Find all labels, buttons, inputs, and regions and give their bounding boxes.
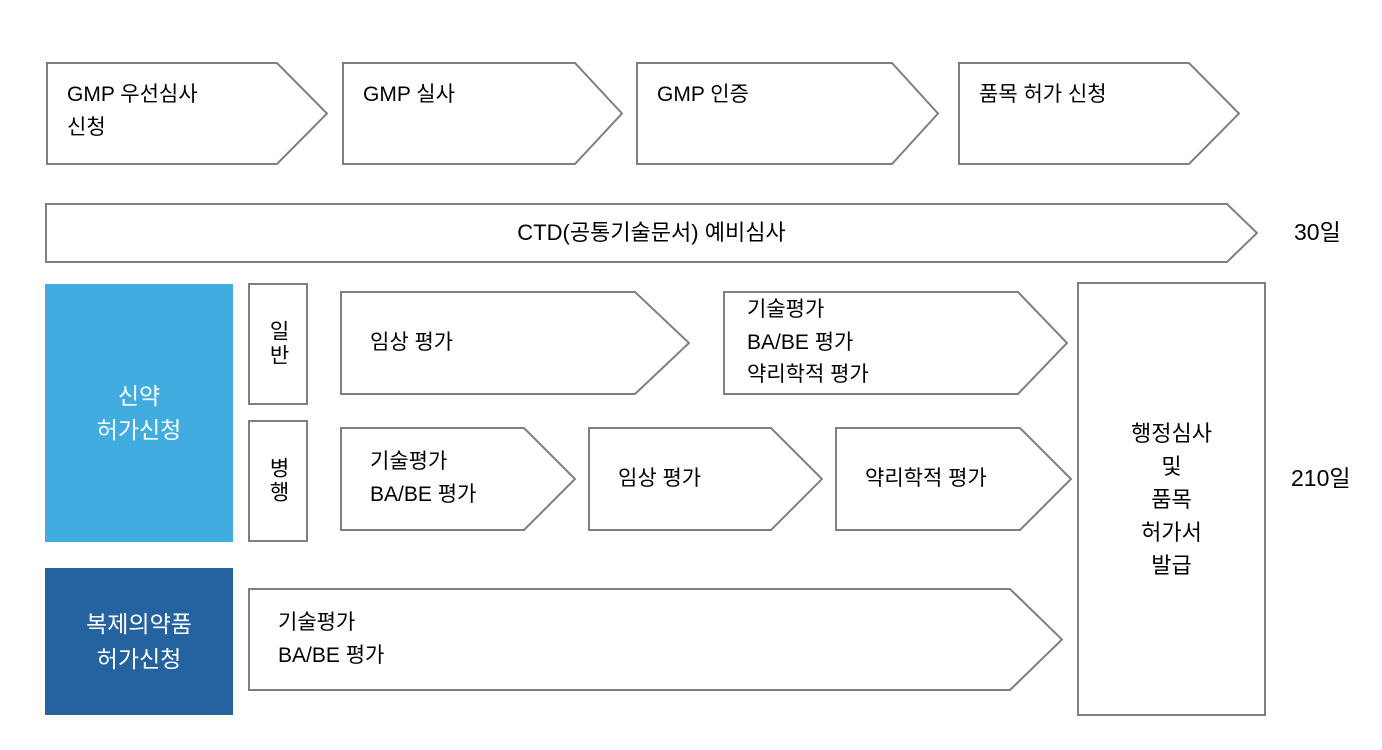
track-box-label: 병행	[266, 457, 290, 505]
flow-step-label: 기술평가 BA/BE 평가 약리학적 평가	[747, 298, 869, 387]
flow-step-pharmacological-evaluation-parallel: 약리학적 평가	[835, 427, 1072, 531]
duration-label-210-days: 210일	[1291, 465, 1351, 491]
track-box-parallel: 병행	[248, 420, 308, 542]
flow-step-ctd-preliminary-review: CTD(공통기술문서) 예비심사	[45, 203, 1258, 263]
flow-step-label: 행정심사 및 품목 허가서 발급	[1131, 420, 1212, 578]
chevron-shape	[340, 427, 576, 531]
category-box-generic-drug-application: 복제의약품 허가신청	[45, 568, 233, 715]
flow-step-label: 임상 평가	[618, 466, 702, 490]
track-box-label: 일반	[266, 320, 290, 368]
flow-step-administrative-review-and-issuance: 행정심사 및 품목 허가서 발급	[1077, 282, 1266, 716]
chevron-shape	[835, 427, 1072, 531]
chevron-shape	[588, 427, 823, 531]
chevron-shape	[340, 291, 690, 395]
flow-step-label: 품목 허가 신청	[979, 83, 1107, 106]
flow-step-technical-babe-evaluation-parallel: 기술평가 BA/BE 평가	[340, 427, 576, 531]
chevron-shape	[342, 62, 623, 165]
flow-step-technical-babe-evaluation-generic: 기술평가 BA/BE 평가	[248, 588, 1063, 691]
flow-step-product-approval-request: 품목 허가 신청	[958, 62, 1240, 165]
chevron-shape	[958, 62, 1240, 165]
flow-step-label: 기술평가 BA/BE 평가	[278, 610, 385, 667]
chevron-shape	[723, 291, 1068, 395]
flow-step-label: 임상 평가	[370, 330, 454, 354]
chevron-shape	[636, 62, 939, 165]
flow-step-technical-babe-pharmacological-evaluation: 기술평가 BA/BE 평가 약리학적 평가	[723, 291, 1068, 395]
flow-step-label: CTD(공통기술문서) 예비심사	[517, 219, 786, 245]
category-box-new-drug-application: 신약 허가신청	[45, 284, 233, 542]
chevron-shape	[248, 588, 1063, 691]
flow-step-gmp-priority-review-request: GMP 우선심사 신청	[46, 62, 328, 165]
flow-step-label: 기술평가 BA/BE 평가	[370, 450, 477, 506]
duration-label-30-days: 30일	[1294, 219, 1341, 245]
chevron-shape	[46, 62, 328, 165]
flow-step-clinical-evaluation-parallel: 임상 평가	[588, 427, 823, 531]
flow-step-gmp-certification: GMP 인증	[636, 62, 939, 165]
flow-step-label: GMP 우선심사 신청	[67, 83, 198, 139]
flow-step-label: 약리학적 평가	[865, 466, 987, 490]
flow-step-gmp-inspection: GMP 실사	[342, 62, 623, 165]
flow-step-label: GMP 실사	[363, 83, 455, 106]
flow-step-label: GMP 인증	[657, 83, 749, 106]
chevron-shape	[45, 203, 1258, 263]
flow-step-clinical-evaluation-general: 임상 평가	[340, 291, 690, 395]
track-box-general: 일반	[248, 283, 308, 405]
